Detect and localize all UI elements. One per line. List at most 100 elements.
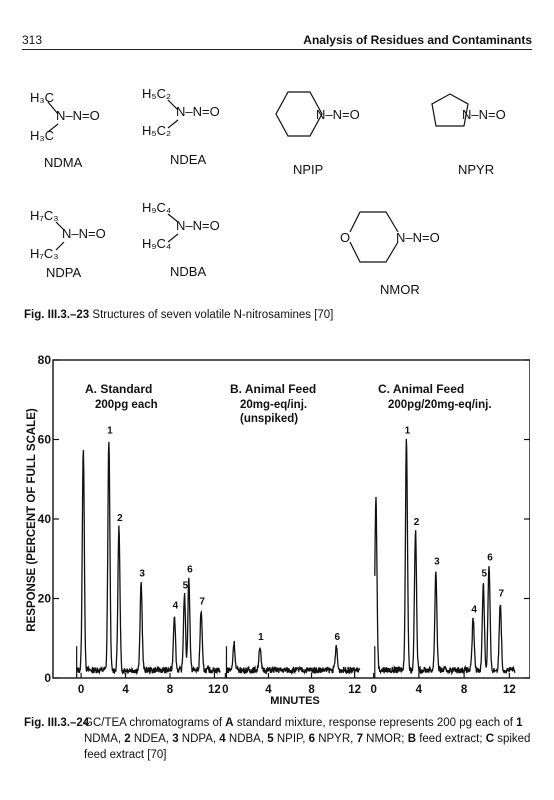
caption-run: standard mixture, response represents 20… xyxy=(233,717,517,729)
peak-label: 4 xyxy=(173,600,179,611)
structure-ndpa: H₇C₃ N–N=O H₇C₃ NDPA xyxy=(30,208,106,280)
caption-run: NDMA, xyxy=(84,733,125,745)
ndea-nitroso: N–N=O xyxy=(176,104,220,119)
x-tick-label: 8 xyxy=(308,684,315,696)
peak-label: 6 xyxy=(187,565,193,576)
npip-label: NPIP xyxy=(293,162,323,177)
x-tick-label: 4 xyxy=(265,684,272,696)
caption-run: NMOR; xyxy=(362,733,408,745)
caption-run: NPIP, xyxy=(273,733,309,745)
ndba-top-group: H₉C₄ xyxy=(142,200,171,215)
ndma-top-group: H₃C xyxy=(30,90,54,105)
ndba-nitroso: N–N=O xyxy=(176,218,220,233)
figure2-caption-text: GC/TEA chromatograms of A standard mixtu… xyxy=(84,715,534,763)
peak-label: 4 xyxy=(471,604,477,615)
ndma-bottom-group: H₃C xyxy=(30,128,54,143)
caption-run: A xyxy=(225,717,234,729)
caption-run: feed extract; xyxy=(416,733,486,745)
running-title: Analysis of Residues and Contaminants xyxy=(303,33,532,47)
peak-label: 6 xyxy=(335,632,341,643)
page-header: 313 Analysis of Residues and Contaminant… xyxy=(22,33,532,50)
structure-npip: N–N=O NPIP xyxy=(275,91,360,177)
chromatogram-trace xyxy=(225,640,361,676)
structure-npyr: N–N=O NPYR xyxy=(431,93,506,177)
nmor-oxygen: O xyxy=(340,230,350,245)
figure1-caption-text: Structures of seven volatile N-nitrosami… xyxy=(92,309,334,321)
peak-label: 7 xyxy=(199,596,205,607)
panel-title: C. Animal Feed xyxy=(378,382,464,396)
npyr-label: NPYR xyxy=(458,162,494,177)
y-tick-label: 40 xyxy=(38,512,52,526)
y-axis-label: RESPONSE (PERCENT OF FULL SCALE) xyxy=(26,408,38,632)
caption-run: NPYR, xyxy=(315,733,357,745)
caption-run: 7 xyxy=(356,733,363,745)
caption-run: 2 xyxy=(124,733,131,745)
y-tick-label: 0 xyxy=(44,671,51,685)
x-tick-label: 8 xyxy=(167,684,174,696)
x-tick-label: 0 xyxy=(78,684,84,696)
panel-title: A. Standard xyxy=(85,382,152,396)
ndpa-nitroso: N–N=O xyxy=(62,226,106,241)
peak-label: 2 xyxy=(414,517,420,528)
peak-label: 3 xyxy=(139,569,145,580)
caption-run: 6 xyxy=(308,733,316,745)
x-axis-label: MINUTES xyxy=(270,695,320,707)
panel-subtitle: 200pg each xyxy=(95,399,158,411)
npyr-nitroso: N–N=O xyxy=(462,107,506,122)
page-number: 313 xyxy=(22,33,43,47)
structures-figure: H₃C N–N=O H₃C NDMA H₅C₂ N–N=O H₅C₂ NDEA … xyxy=(30,86,506,297)
y-tick-label: 80 xyxy=(38,353,52,367)
y-tick-label: 20 xyxy=(38,592,52,606)
x-tick-label: 4 xyxy=(122,684,129,696)
caption-run: B xyxy=(407,733,417,745)
y-tick-label: 60 xyxy=(38,433,52,447)
figure1-label: Fig. III.3.–23 xyxy=(24,309,90,321)
structure-nmor: O N–N=O NMOR xyxy=(340,211,440,297)
caption-run: 4 xyxy=(219,733,226,745)
npip-nitroso: N–N=O xyxy=(316,107,360,122)
peak-label: 1 xyxy=(258,632,264,643)
peak-label: 5 xyxy=(482,569,488,580)
ndea-bottom-group: H₅C₂ xyxy=(142,123,171,138)
ndea-label: NDEA xyxy=(170,152,206,167)
peak-label: 1 xyxy=(405,426,411,437)
caption-run: C xyxy=(485,733,495,745)
x-tick-label: 0 xyxy=(370,684,376,696)
caption-run: 1 xyxy=(516,717,523,729)
peak-label: 3 xyxy=(434,557,440,568)
nmor-nitroso: N–N=O xyxy=(396,230,440,245)
ndpa-label: NDPA xyxy=(46,265,81,280)
caption-run: GC/TEA chromatograms of xyxy=(84,717,226,729)
x-tick-label: 0 xyxy=(222,684,228,696)
x-tick-label: 12 xyxy=(503,684,516,696)
chromatogram-figure: RESPONSE (PERCENT OF FULL SCALE) MINUTES… xyxy=(26,353,530,707)
ndea-top-group: H₅C₂ xyxy=(142,86,171,101)
ndpa-top-group: H₇C₃ xyxy=(30,208,59,223)
peak-label: 2 xyxy=(117,513,123,524)
ndba-bottom-group: H₉C₄ xyxy=(142,236,171,251)
ndma-nitroso: N–N=O xyxy=(56,108,100,123)
structure-ndba: H₉C₄ N–N=O H₉C₄ NDBA xyxy=(142,200,220,279)
caption-run: spiked feed extract [70] xyxy=(84,733,531,761)
caption-run: NDBA, xyxy=(225,733,268,745)
panel-subtitle: (unspiked) xyxy=(240,413,298,425)
caption-run: NDPA, xyxy=(178,733,220,745)
structure-ndea: H₅C₂ N–N=O H₅C₂ NDEA xyxy=(142,86,220,167)
ndpa-bottom-group: H₇C₃ xyxy=(30,246,59,261)
chromatogram-trace xyxy=(374,438,516,676)
figure1-caption: Fig. III.3.–23 Structures of seven volat… xyxy=(24,309,534,321)
panel-subtitle: 200pg/20mg-eq/inj. xyxy=(388,399,492,411)
figure2-caption: Fig. III.3.–24 GC/TEA chromatograms of A… xyxy=(24,715,534,763)
peak-label: 7 xyxy=(499,588,505,599)
peak-label: 1 xyxy=(107,426,113,437)
ndma-label: NDMA xyxy=(44,155,83,170)
x-tick-label: 12 xyxy=(348,684,361,696)
ndba-label: NDBA xyxy=(170,264,206,279)
figure2-label: Fig. III.3.–24 xyxy=(24,717,90,729)
peak-label: 5 xyxy=(183,581,189,592)
caption-run: NDEA, xyxy=(130,733,173,745)
caption-run: 5 xyxy=(267,733,274,745)
panel-subtitle: 20mg-eq/inj. xyxy=(240,399,307,411)
x-tick-label: 4 xyxy=(416,684,423,696)
